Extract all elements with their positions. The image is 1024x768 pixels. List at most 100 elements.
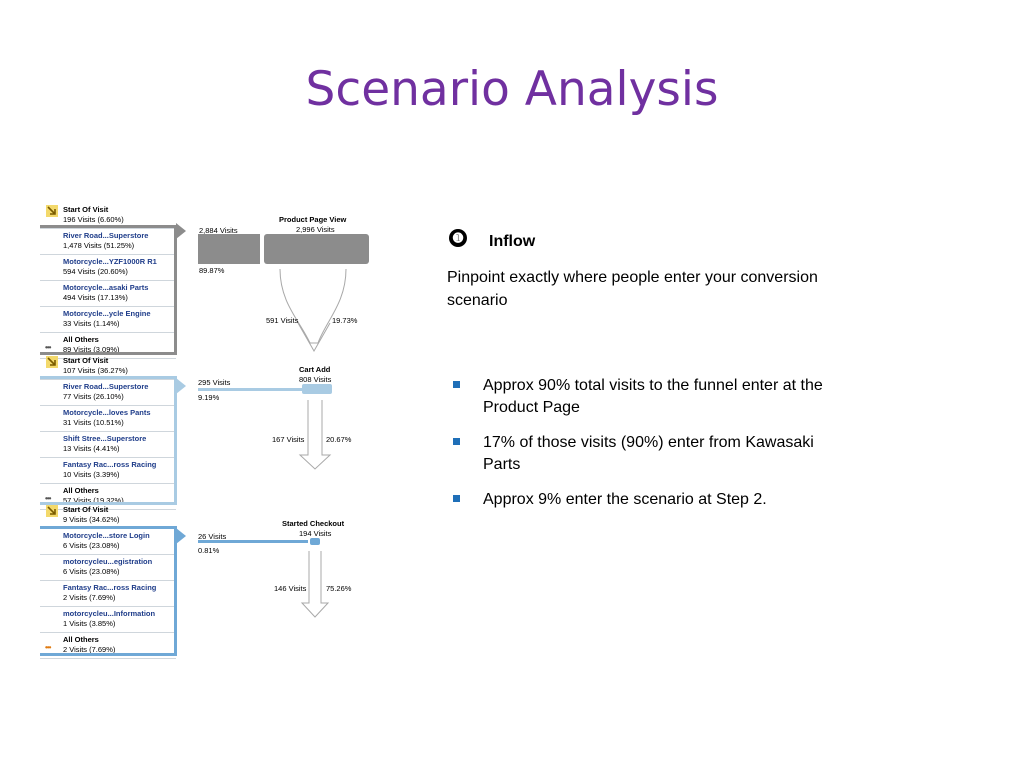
source-visits: 33 Visits (1.14%)	[63, 319, 120, 328]
source-name: Start Of Visit	[63, 205, 109, 214]
step1-inflow-visits: 2,884 Visits	[199, 226, 238, 235]
entry-arrow-icon	[46, 205, 58, 217]
source-visits: 2 Visits (7.69%)	[63, 645, 116, 654]
source-name: Motorcycle...asaki Parts	[63, 283, 149, 292]
step1-total: 2,996 Visits	[296, 225, 335, 234]
source-visits: 1,478 Visits (51.25%)	[63, 241, 135, 250]
step3-sources: Start Of Visit 9 Visits (34.62%) Motorcy…	[40, 503, 176, 659]
bullet-item: Approx 90% total visits to the funnel en…	[453, 375, 853, 419]
step2-total-bar	[302, 384, 332, 394]
source-row: River Road...Superstore 77 Visits (26.10…	[40, 380, 176, 406]
source-row: Motorcycle...YZF1000R R1 594 Visits (20.…	[40, 255, 176, 281]
source-row: Start Of Visit 107 Visits (36.27%)	[40, 354, 176, 380]
bullet-list: Approx 90% total visits to the funnel en…	[453, 375, 853, 524]
source-row: ••• All Others 2 Visits (7.69%)	[40, 633, 176, 659]
source-name: Fantasy Rac...ross Racing	[63, 460, 157, 469]
source-row: Shift Stree...Superstore 13 Visits (4.41…	[40, 432, 176, 458]
step3-inflow-pct: 0.81%	[198, 546, 220, 555]
entry-arrow-icon	[46, 356, 58, 368]
step1-continue-visits: 591 Visits	[266, 316, 299, 325]
source-row: Motorcycle...loves Pants 31 Visits (10.5…	[40, 406, 176, 432]
step3-total: 194 Visits	[299, 529, 332, 538]
step1-total-bar	[264, 234, 369, 264]
source-row: Motorcycle...ycle Engine 33 Visits (1.14…	[40, 307, 176, 333]
source-row: River Road...Superstore 1,478 Visits (51…	[40, 229, 176, 255]
source-row: Start Of Visit 196 Visits (6.60%)	[40, 203, 176, 229]
source-row: Fantasy Rac...ross Racing 10 Visits (3.3…	[40, 458, 176, 484]
step1-name: Product Page View	[279, 215, 347, 224]
step1-sources: Start Of Visit 196 Visits (6.60%) River …	[40, 203, 176, 359]
source-row: Fantasy Rac...ross Racing 2 Visits (7.69…	[40, 581, 176, 607]
funnel-graphic	[176, 223, 369, 618]
source-visits: 9 Visits (34.62%)	[63, 515, 120, 524]
source-visits: 107 Visits (36.27%)	[63, 366, 128, 375]
step3-continue-arrow	[300, 551, 330, 618]
source-row: Motorcycle...store Login 6 Visits (23.08…	[40, 529, 176, 555]
bullet-item: Approx 9% enter the scenario at Step 2.	[453, 489, 853, 511]
source-visits: 1 Visits (3.85%)	[63, 619, 116, 628]
step3-inflow-bar	[198, 540, 308, 543]
step3-inflow-visits: 26 Visits	[198, 532, 227, 541]
source-name: All Others	[63, 486, 99, 495]
source-visits: 57 Visits (19.32%)	[63, 496, 124, 505]
others-dots-icon: •••	[45, 643, 51, 652]
step2-bracket	[40, 376, 177, 505]
step2-continue-arrow	[298, 400, 332, 470]
source-visits: 6 Visits (23.08%)	[63, 567, 120, 576]
source-name: All Others	[63, 635, 99, 644]
others-dots-icon: •••	[45, 343, 51, 352]
step2-total: 808 Visits	[299, 375, 332, 384]
square-bullet-icon	[453, 495, 460, 502]
source-visits: 2 Visits (7.69%)	[63, 593, 116, 602]
source-visits: 31 Visits (10.51%)	[63, 418, 124, 427]
source-visits: 196 Visits (6.60%)	[63, 215, 124, 224]
source-name: River Road...Superstore	[63, 231, 149, 240]
step3-continue-visits: 146 Visits	[274, 584, 307, 593]
source-row: Motorcycle...asaki Parts 494 Visits (17.…	[40, 281, 176, 307]
bullet-text: 17% of those visits (90%) enter from Kaw…	[483, 434, 814, 473]
source-visits: 594 Visits (20.60%)	[63, 267, 128, 276]
source-name: Fantasy Rac...ross Racing	[63, 583, 157, 592]
source-visits: 10 Visits (3.39%)	[63, 470, 120, 479]
source-name: Start Of Visit	[63, 505, 109, 514]
bullet-text: Approx 90% total visits to the funnel en…	[483, 377, 823, 416]
source-visits: 13 Visits (4.41%)	[63, 444, 120, 453]
step1-bracket	[40, 225, 177, 355]
step3-name: Started Checkout	[282, 519, 345, 528]
source-name: Motorcycle...loves Pants	[63, 408, 151, 417]
source-name: Shift Stree...Superstore	[63, 434, 147, 443]
others-dots-icon: •••	[45, 494, 51, 503]
step2-inflow-bar	[198, 388, 302, 391]
source-name: motorcycleu...Information	[63, 609, 156, 618]
step2-name: Cart Add	[299, 365, 331, 374]
step1-inflow-arrow	[176, 223, 186, 239]
step2-inflow-arrow	[176, 378, 186, 394]
inflow-heading: Inflow	[489, 233, 536, 250]
source-name: Start Of Visit	[63, 356, 109, 365]
scenario-funnel: Start Of Visit 196 Visits (6.60%) River …	[40, 203, 380, 659]
slide-title: Scenario Analysis	[305, 62, 719, 117]
source-visits: 89 Visits (3.09%)	[63, 345, 120, 354]
source-row: motorcycleu...Information 1 Visits (3.85…	[40, 607, 176, 633]
step2-sources: Start Of Visit 107 Visits (36.27%) River…	[40, 354, 176, 510]
step3-inflow-arrow	[176, 528, 186, 544]
step1-continue-arrow	[279, 268, 347, 344]
source-row: ••• All Others 89 Visits (3.09%)	[40, 333, 176, 359]
step1-inflow-bar	[198, 234, 260, 264]
step3-continue-pct: 75.26%	[326, 584, 352, 593]
step2-inflow-visits: 295 Visits	[198, 378, 231, 387]
bullet-text: Approx 9% enter the scenario at Step 2.	[483, 491, 767, 508]
square-bullet-icon	[453, 438, 460, 445]
step2-continue-pct: 20.67%	[326, 435, 352, 444]
square-bullet-icon	[453, 381, 460, 388]
step2-continue-visits: 167 Visits	[272, 435, 305, 444]
step1-inflow-pct: 89.87%	[199, 266, 225, 275]
number-one-icon: ➊	[449, 229, 467, 247]
entry-arrow-icon	[46, 505, 58, 517]
step3-total-bar	[310, 538, 320, 545]
bullet-item: 17% of those visits (90%) enter from Kaw…	[453, 432, 853, 476]
source-name: All Others	[63, 335, 99, 344]
source-row: motorcycleu...egistration 6 Visits (23.0…	[40, 555, 176, 581]
source-visits: 494 Visits (17.13%)	[63, 293, 128, 302]
source-visits: 6 Visits (23.08%)	[63, 541, 120, 550]
